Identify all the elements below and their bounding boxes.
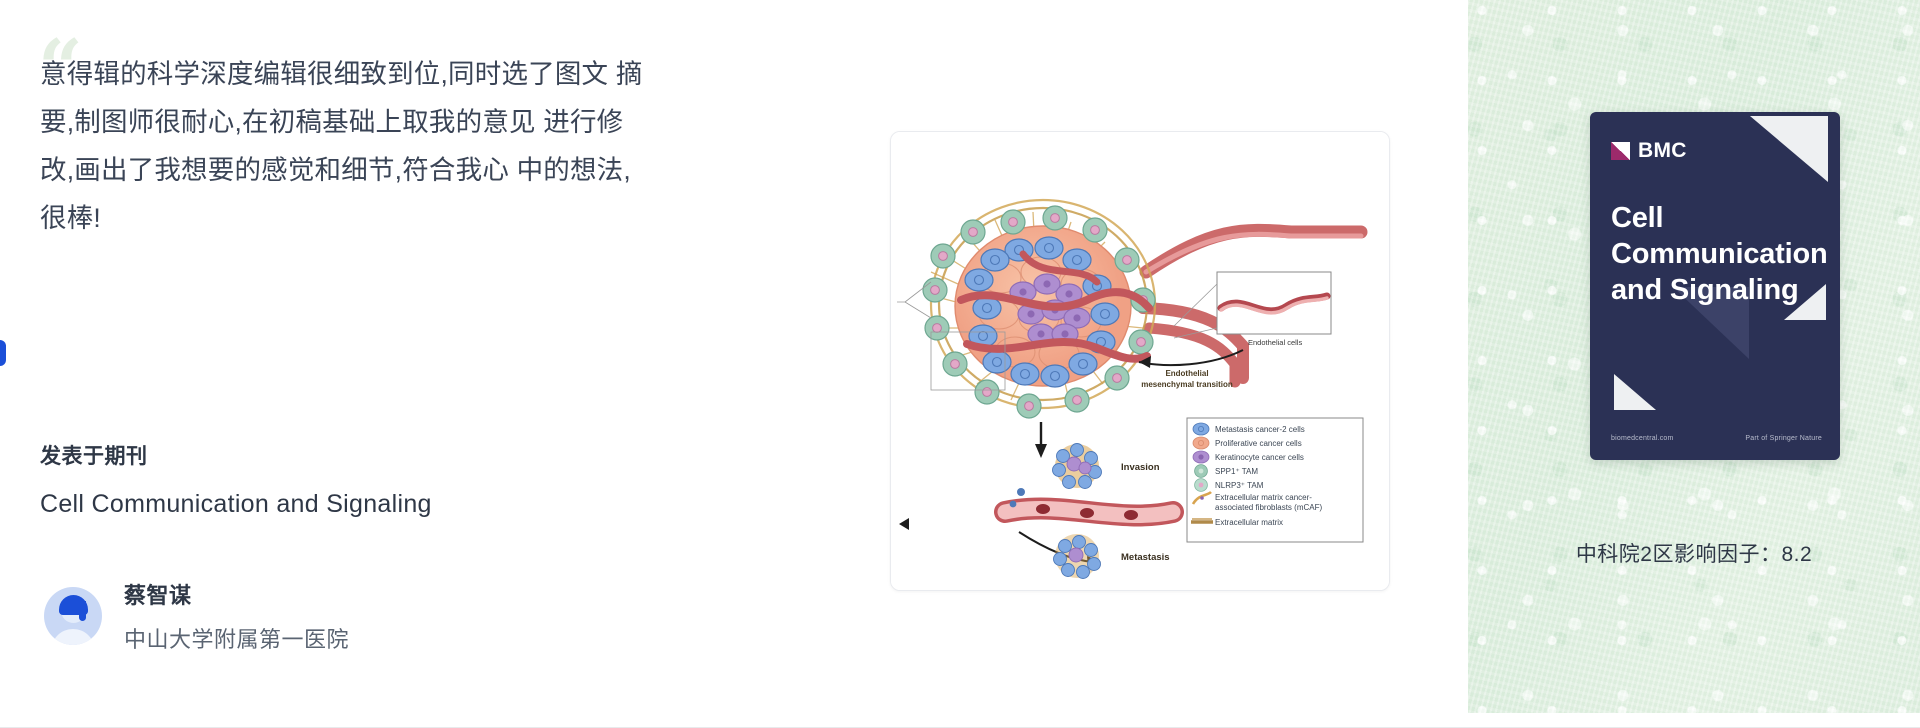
bmc-wordmark: BMC bbox=[1638, 139, 1687, 162]
testimonial-panel: “ 意得辑的科学深度编辑很细致到位,同时选了图文 摘 要,制图师很耐心,在初稿基… bbox=[0, 0, 860, 728]
author-name: 蔡智谋 bbox=[124, 583, 192, 608]
journal-cover-panel: BMC Cell Communication and Signaling bio… bbox=[1468, 0, 1920, 713]
carousel-indicator-dot[interactable] bbox=[0, 340, 6, 366]
cover-journal-title: Cell Communication and Signaling bbox=[1611, 202, 1828, 306]
scientific-figure-card[interactable]: Endothelial cells Endothelial mesenchyma… bbox=[890, 131, 1390, 591]
cover-triangle-bottom-left bbox=[1614, 374, 1656, 410]
legend-label-5a: Extracellular matrix cancer- bbox=[1215, 493, 1312, 502]
journal-label: 发表于期刊 bbox=[40, 445, 148, 468]
cover-footer-publisher: Part of Springer Nature bbox=[1745, 435, 1822, 442]
legend-label-3: SPP1⁺ TAM bbox=[1215, 467, 1258, 476]
cover-footer-website: biomedcentral.com bbox=[1611, 435, 1674, 442]
legend-label-2: Keratinocyte cancer cells bbox=[1215, 453, 1304, 462]
quote-mark-icon: “ bbox=[38, 23, 83, 114]
cover-footer: biomedcentral.com Part of Springer Natur… bbox=[1611, 435, 1822, 442]
author-organization: 中山大学附属第一医院 bbox=[124, 627, 350, 652]
impact-factor-text: 中科院2区影响因子：8.2 bbox=[1575, 543, 1813, 566]
legend-label-5b: associated fibroblasts (mCAF) bbox=[1215, 503, 1322, 512]
cover-triangle-top-right bbox=[1750, 116, 1828, 182]
label-emt-line1: Endothelial bbox=[1165, 369, 1208, 378]
legend-label-1: Proliferative cancer cells bbox=[1215, 439, 1302, 448]
user-avatar-icon bbox=[44, 587, 102, 645]
label-invasion: Invasion bbox=[1121, 462, 1160, 473]
label-metastasis: Metastasis bbox=[1121, 552, 1170, 563]
tumor-microenvironment-diagram: Endothelial cells Endothelial mesenchyma… bbox=[891, 132, 1389, 590]
testimonial-quote-text: 意得辑的科学深度编辑很细致到位,同时选了图文 摘 要,制图师很耐心,在初稿基础上… bbox=[40, 59, 643, 233]
author-text: 蔡智谋 中山大学附属第一医院 bbox=[124, 578, 349, 654]
journal-info: 发表于期刊 Cell Communication and Signaling bbox=[40, 440, 740, 519]
legend-label-4: NLRP3⁺ TAM bbox=[1215, 481, 1264, 490]
journal-cover-image[interactable]: BMC Cell Communication and Signaling bio… bbox=[1590, 112, 1840, 460]
legend-label-6: Extracellular matrix bbox=[1215, 518, 1283, 527]
label-emt-line2: mesenchymal transition bbox=[1141, 380, 1233, 389]
bmc-mark-icon bbox=[1611, 142, 1630, 160]
journal-name: Cell Communication and Signaling bbox=[40, 490, 432, 518]
legend-label-0: Metastasis cancer-2 cells bbox=[1215, 425, 1305, 434]
bmc-logo: BMC bbox=[1611, 139, 1687, 163]
author-info: 蔡智谋 中山大学附属第一医院 bbox=[44, 578, 349, 654]
label-endothelial-cells: Endothelial cells bbox=[1248, 338, 1302, 347]
